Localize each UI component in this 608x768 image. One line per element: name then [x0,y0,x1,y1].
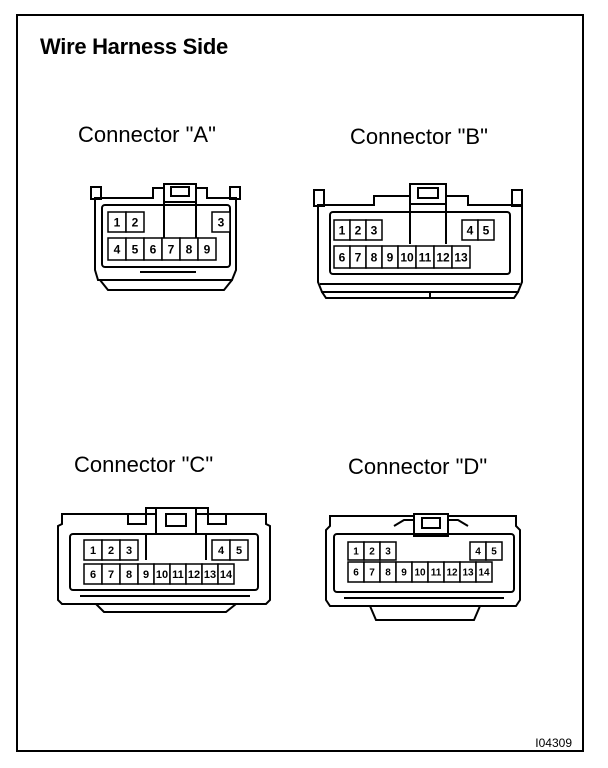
connector-c-pin-cavity-5 [229,539,249,561]
connector-b-pin-4: 4 [467,223,474,237]
connector-b-pin-7: 7 [355,250,362,264]
connector-d-pin-2: 2 [369,547,375,558]
connector-c-pin-4: 4 [218,545,225,557]
connector-b-pin-8: 8 [371,250,378,264]
connector-b-pin-9: 9 [387,250,394,264]
connector-c-pin-8: 8 [126,569,132,581]
connector-b-pin-10: 10 [400,250,414,264]
connector-b-pin-1: 1 [339,223,346,237]
reference-code: I04309 [535,736,572,750]
connector-c-pin-14: 14 [220,569,233,581]
connector-a-pin-9: 9 [204,242,211,256]
connector-a-pin-cavity-3 [211,211,231,233]
connector-d-pin-9: 9 [401,568,407,579]
connector-b-pin-13: 13 [454,250,468,264]
connector-b-pin-cavity-3 [365,219,383,241]
connector-d-pin-10: 10 [414,568,426,579]
connector-d-pin-11: 11 [431,568,442,579]
connector-c-pin-1: 1 [90,545,96,557]
connector-d-pin-7: 7 [369,568,375,579]
connector-a-pin-6: 6 [150,242,157,256]
connector-a-pin-2: 2 [132,215,139,229]
connector-b-pin-6: 6 [339,250,346,264]
connector-a-pin-4: 4 [114,242,121,256]
connector-a-pin-5: 5 [132,242,139,256]
connector-d-pin-cavity-3 [379,541,397,561]
connector-c-label: Connector "C" [74,452,214,477]
connector-d-pin-8: 8 [385,568,391,579]
connector-c-pin-12: 12 [188,569,200,581]
connector-d-pin-5: 5 [491,547,497,558]
connector-b-pin-3: 3 [371,223,378,237]
connector-b [313,183,523,299]
diagram-title: Wire Harness Side [40,34,228,59]
connector-c-pin-9: 9 [143,569,149,581]
diagram-frame [16,14,584,752]
connector-d-pin-cavity-14 [475,561,493,583]
connector-d-pin-13: 13 [462,568,474,579]
connector-c-pin-7: 7 [108,569,114,581]
connector-a-pin-7: 7 [168,242,175,256]
connector-d [325,513,521,621]
connector-c-pin-5: 5 [236,545,242,557]
connector-d-pin-3: 3 [385,547,391,558]
connector-a-label: Connector "A" [78,122,216,147]
connector-b-label: Connector "B" [350,124,488,149]
connector-b-pin-12: 12 [436,250,450,264]
connector-a-pin-3: 3 [218,215,225,229]
connector-c-pin-3: 3 [126,545,132,557]
connector-a-pin-cavity-2 [125,211,145,233]
connector-d-pin-12: 12 [446,568,458,579]
connector-c-pin-11: 11 [172,569,184,581]
connector-c-pin-13: 13 [204,569,216,581]
connector-b-pin-cavity-5 [477,219,495,241]
connector-c-pin-cavity-3 [119,539,139,561]
connector-c-pin-2: 2 [108,545,114,557]
connector-b-pin-2: 2 [355,223,362,237]
connector-c [57,507,271,613]
connector-c-pin-10: 10 [156,569,168,581]
connector-d-pin-cavity-5 [485,541,503,561]
connector-d-pin-6: 6 [353,568,359,579]
connector-d-pin-1: 1 [353,547,359,558]
connector-d-pin-4: 4 [475,547,481,558]
connector-c-pin-6: 6 [90,569,96,581]
connector-b-pin-5: 5 [483,223,490,237]
connector-a-pin-cavity-9 [197,237,217,261]
connector-d-pin-14: 14 [478,568,490,579]
connector-d-label: Connector "D" [348,454,488,479]
connector-a-pin-1: 1 [114,215,121,229]
connector-a-pin-8: 8 [186,242,193,256]
connector-a [90,183,241,291]
connector-b-pin-cavity-13 [451,245,471,269]
connector-c-pin-cavity-14 [217,563,235,585]
connector-b-pin-11: 11 [419,250,432,264]
